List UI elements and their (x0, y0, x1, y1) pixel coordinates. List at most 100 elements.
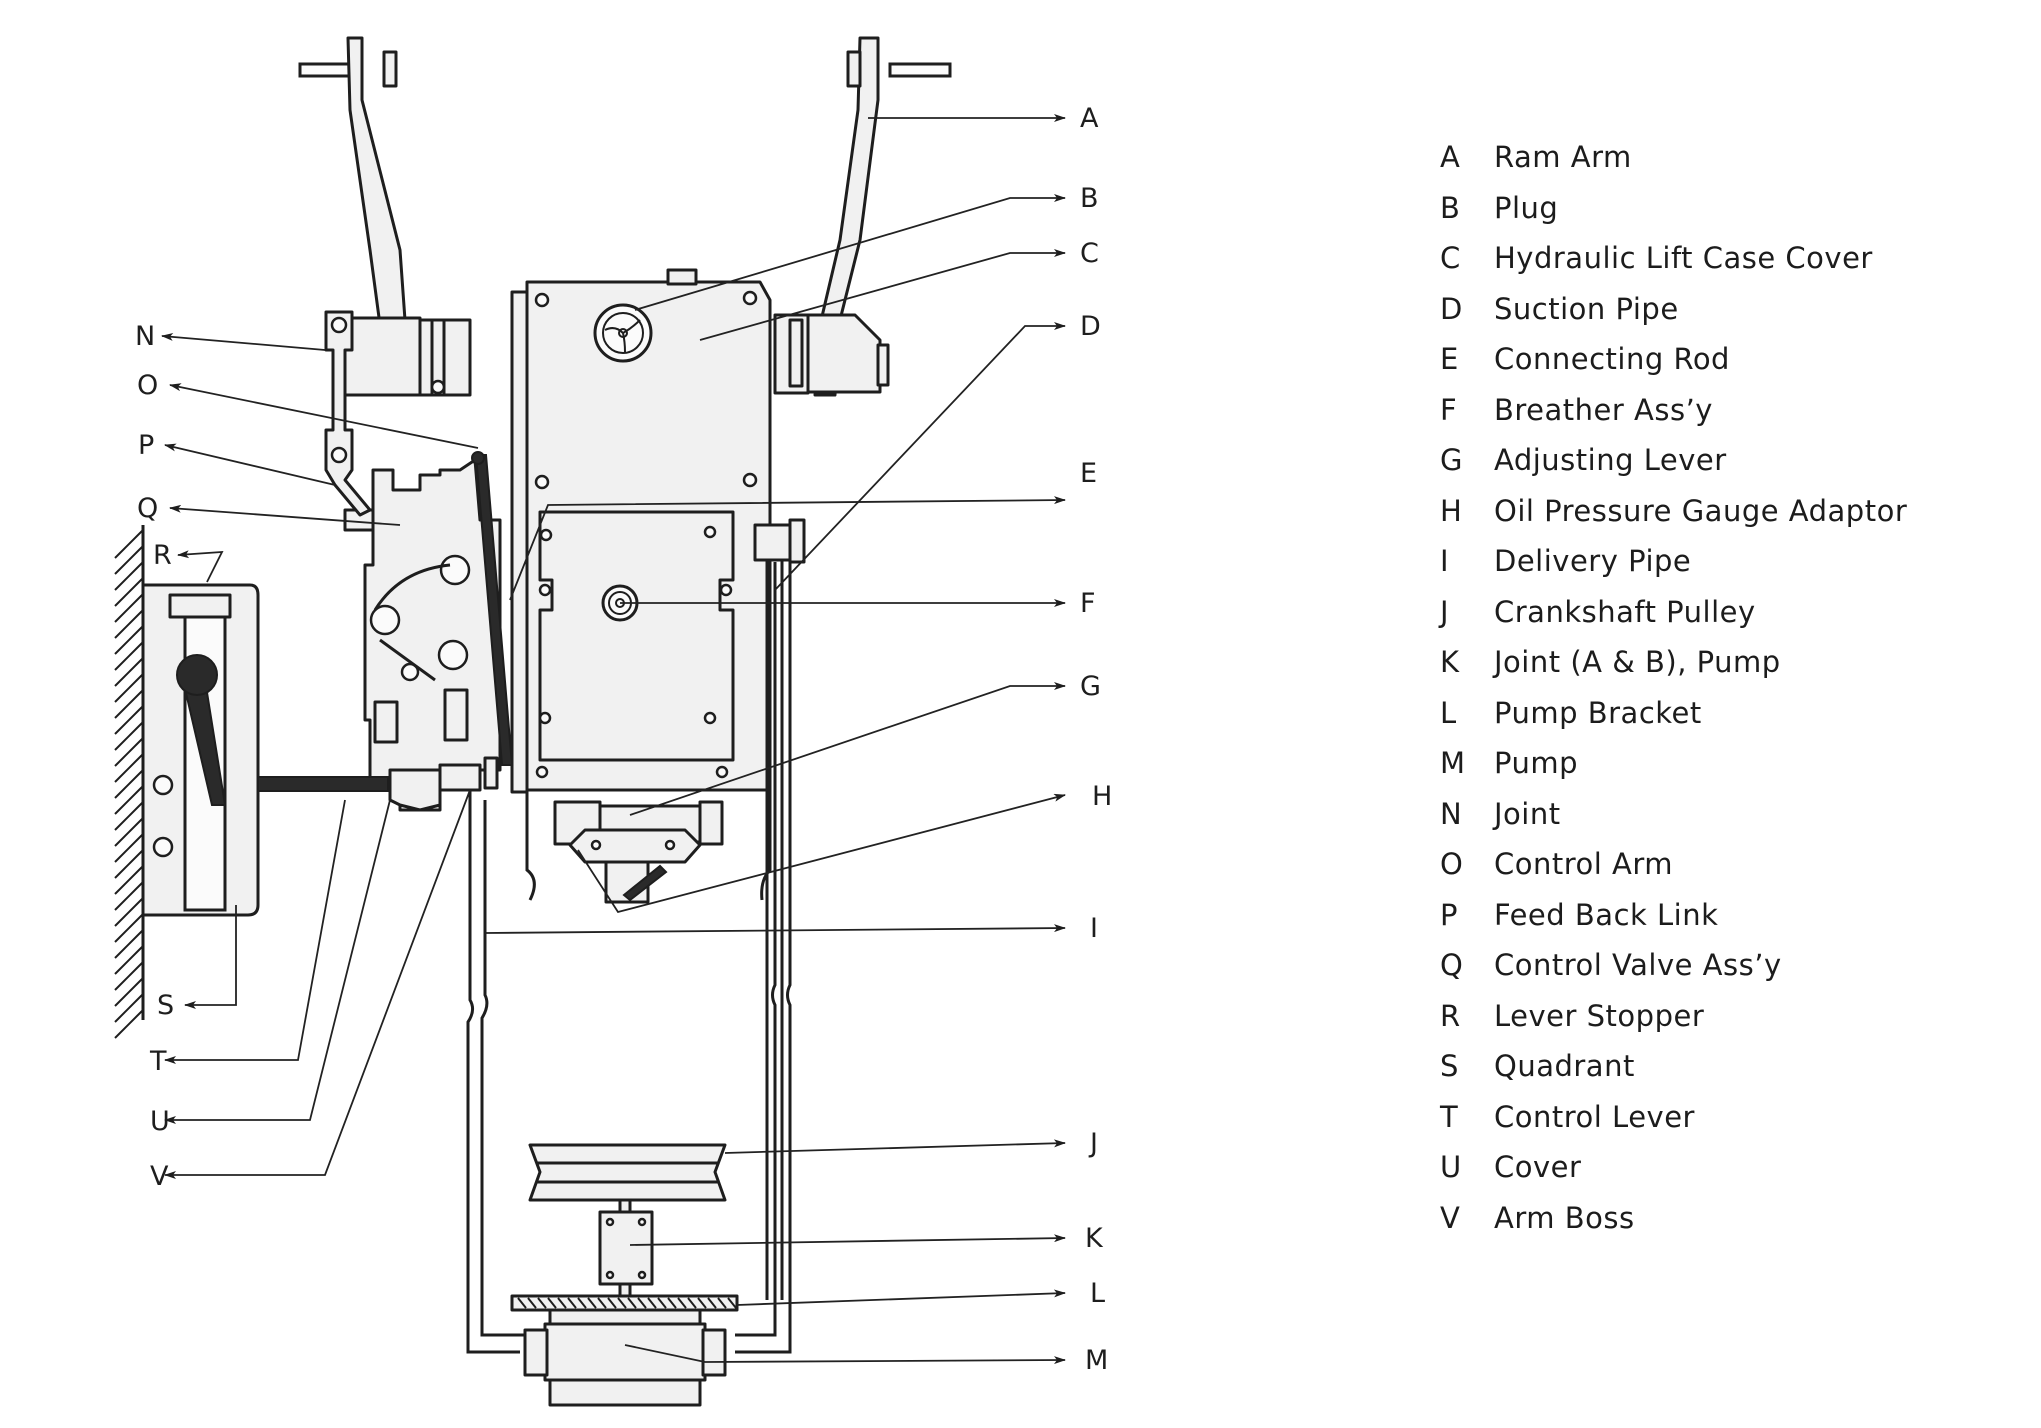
legend-key: J (1440, 594, 1450, 629)
hatch-line (114, 721, 144, 751)
callout-t: T (149, 1046, 167, 1077)
leader-lines (161, 114, 1066, 1365)
legend-key: T (1440, 1099, 1459, 1134)
bracket-hatch-line (597, 1297, 607, 1309)
callout-a: A (1080, 103, 1099, 134)
hatch-line (114, 833, 144, 863)
bracket-hatch-line (537, 1297, 547, 1309)
plug (593, 303, 653, 363)
arm-boss-right (773, 313, 890, 395)
legend-label: Pump (1494, 746, 1579, 780)
bracket-hatch-line (667, 1297, 677, 1309)
wall-hatching (114, 525, 145, 1039)
hatch-line (114, 897, 144, 927)
crankshaft-pulley (528, 1143, 727, 1202)
legend-label: Breather Ass’y (1494, 392, 1713, 427)
bracket-hatch-line (637, 1297, 647, 1309)
legend-label: Ram Arm (1494, 140, 1632, 174)
callout-i: I (1090, 913, 1098, 944)
legend-label: Lever Stopper (1494, 998, 1705, 1033)
callout-v: V (150, 1161, 169, 1192)
hatch-line (114, 993, 144, 1023)
pump-bracket (510, 1294, 739, 1312)
legend-item-a: A Ram Arm (1440, 140, 2000, 191)
legend-item-m: M Pump (1440, 746, 2000, 797)
legend-key: I (1440, 544, 1450, 578)
legend-label: Crankshaft Pulley (1494, 594, 1756, 629)
legend-key: O (1440, 847, 1464, 881)
legend-key: H (1440, 493, 1463, 528)
hatch-line (114, 577, 144, 607)
hatch-line (114, 753, 144, 783)
hatch-line (114, 913, 144, 943)
hatch-line (114, 657, 144, 687)
hatch-line (114, 529, 144, 559)
callout-h: H (1092, 781, 1112, 812)
callout-q: Q (137, 493, 158, 524)
bracket-hatch-line (647, 1297, 657, 1309)
callout-b: B (1080, 183, 1099, 214)
bracket-hatch-line (687, 1297, 697, 1309)
hatch-line (114, 593, 144, 623)
legend-key: K (1440, 645, 1460, 679)
hatch-line (114, 881, 144, 911)
bracket-hatch-line (587, 1297, 597, 1309)
legend-label: Cover (1494, 1150, 1582, 1184)
bracket-hatch-line (547, 1297, 557, 1309)
legend-key: C (1440, 241, 1461, 275)
legend-label: Hydraulic Lift Case Cover (1494, 241, 1873, 275)
callout-p: P (138, 430, 154, 461)
legend-label: Quadrant (1494, 1049, 1635, 1083)
bracket-hatch-line (727, 1297, 737, 1309)
legend-label: Plug (1494, 190, 1559, 225)
legend-item-c: C Hydraulic Lift Case Cover (1440, 241, 2000, 292)
legend-key: F (1440, 392, 1458, 427)
bracket-hatch-line (677, 1297, 687, 1309)
legend-label: Adjusting Lever (1494, 443, 1727, 477)
callout-o: O (137, 370, 158, 401)
legend-item-f: F Breather Ass’y (1440, 393, 2000, 444)
hatch-line (114, 689, 144, 719)
callout-g: G (1080, 671, 1101, 702)
legend-key: G (1440, 443, 1463, 477)
legend-key: P (1440, 897, 1458, 932)
callout-d: D (1080, 311, 1101, 342)
oil-pressure-gauge-adaptor (604, 860, 668, 904)
legend-label: Control Valve Ass’y (1494, 948, 1782, 982)
connecting-rod (471, 451, 514, 766)
hatch-line (114, 737, 144, 767)
hatch-line (114, 769, 144, 799)
pump-joint (598, 1198, 654, 1298)
legend-key: E (1440, 342, 1459, 376)
legend-label: Pump Bracket (1494, 695, 1702, 730)
bracket-hatch-line (707, 1297, 717, 1309)
hatch-line (114, 561, 144, 591)
hatch-line (114, 801, 144, 831)
hatch-line (114, 1009, 144, 1039)
hatch-line (114, 849, 144, 879)
bracket-hatch-line (627, 1297, 637, 1309)
legend-key: N (1440, 796, 1463, 831)
legend-key: M (1440, 746, 1466, 780)
hatch-line (114, 945, 144, 975)
legend-label: Arm Boss (1494, 1200, 1635, 1235)
hatch-line (114, 609, 144, 639)
legend-item-j: J Crankshaft Pulley (1440, 595, 2000, 646)
bracket-hatch-line (617, 1297, 627, 1309)
bracket-hatch-line (557, 1297, 567, 1309)
bracket-hatch-line (697, 1297, 707, 1309)
legend-key: A (1440, 140, 1461, 174)
hatch-line (114, 545, 144, 575)
